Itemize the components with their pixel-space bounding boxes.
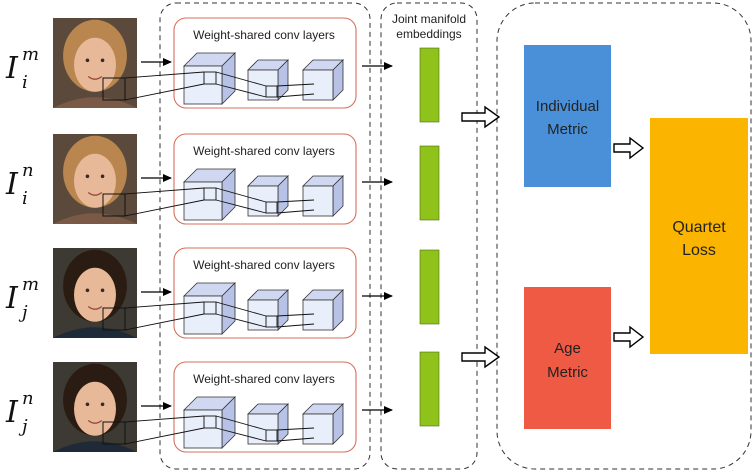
conv-cube-3	[302, 59, 344, 101]
projection-line	[215, 199, 267, 214]
conv-cube-3	[302, 175, 344, 217]
quartet-loss-label-line1: Quartet	[672, 219, 726, 236]
projection-line	[276, 209, 315, 214]
face-photo-icon	[53, 134, 137, 224]
face-photo-icon	[53, 362, 137, 452]
receptive-field-2	[265, 201, 278, 214]
image-subscript: i	[22, 72, 28, 93]
arrow-to-age-metric	[461, 345, 501, 369]
projection-line	[276, 93, 315, 98]
conv-box-label: Weight-shared conv layers	[193, 258, 335, 272]
projection-line	[215, 71, 267, 87]
projection-line	[215, 187, 267, 203]
face-photo-icon	[53, 18, 137, 108]
conv-box	[173, 133, 357, 225]
conv-cube-1	[183, 282, 236, 335]
projection-line	[215, 427, 267, 442]
image-subscript: i	[22, 188, 28, 209]
projection-line	[276, 313, 315, 317]
image-symbol: I	[5, 395, 19, 430]
patch-crop	[102, 193, 126, 217]
conv-cube-2	[247, 59, 289, 101]
projection-line	[215, 301, 267, 317]
projection-line	[124, 427, 205, 445]
image-symbol: I	[5, 167, 19, 202]
arrow-to-individual-metric	[461, 105, 501, 129]
image-symbol: I	[5, 51, 19, 86]
image-superscript: n	[22, 388, 34, 409]
projection-line	[276, 427, 315, 431]
individual-metric-box	[524, 45, 611, 187]
embeddings-title-line1: Joint manifold	[392, 12, 466, 26]
projection-line	[276, 199, 315, 203]
projection-line	[124, 199, 205, 217]
quartet-loss-label-line2: Loss	[682, 242, 716, 259]
patch-crop	[102, 77, 126, 101]
projection-line	[215, 313, 267, 328]
receptive-field-2	[265, 85, 278, 98]
image-superscript: m	[22, 44, 39, 65]
conv-cube-2	[247, 175, 289, 217]
patch-crop	[102, 421, 126, 445]
projection-line	[215, 83, 267, 98]
age-metric-label-line1: Age	[554, 340, 581, 357]
conv-box	[173, 17, 357, 109]
projection-line	[124, 415, 205, 423]
individual-metric-label-line1: Individual	[536, 98, 599, 115]
conv-box-label: Weight-shared conv layers	[193, 28, 335, 42]
embedding-bar	[419, 249, 440, 325]
conv-cube-1	[183, 168, 236, 221]
image-superscript: m	[22, 274, 39, 295]
embedding-bar	[419, 47, 440, 123]
receptive-field-1	[203, 415, 217, 429]
projection-line	[124, 301, 205, 309]
projection-line	[124, 187, 205, 195]
image-superscript: n	[22, 160, 34, 181]
conv-cube-1	[183, 396, 236, 449]
projection-line	[124, 83, 205, 101]
image-subscript: j	[18, 416, 28, 437]
projection-line	[276, 323, 315, 328]
receptive-field-2	[265, 429, 278, 442]
projection-line	[124, 313, 205, 331]
conv-group-box	[159, 2, 371, 470]
projection-line	[124, 71, 205, 79]
conv-cube-3	[302, 403, 344, 445]
embedding-group-box	[380, 2, 478, 470]
age-metric-box	[524, 287, 611, 429]
age-metric-label-line2: Metric	[547, 364, 588, 381]
conv-box-label: Weight-shared conv layers	[193, 372, 335, 386]
conv-cube-1	[183, 52, 236, 105]
receptive-field-2	[265, 315, 278, 328]
conv-box-label: Weight-shared conv layers	[193, 144, 335, 158]
arrow-individual-to-loss	[613, 136, 645, 160]
metric-group-box	[496, 2, 752, 470]
embeddings-title-line2: embeddings	[396, 27, 461, 41]
conv-box	[173, 361, 357, 453]
embedding-bar	[419, 351, 440, 427]
projection-line	[276, 83, 315, 87]
image-symbol: I	[5, 281, 19, 316]
patch-crop	[102, 307, 126, 331]
arrow-age-to-loss	[613, 325, 645, 349]
conv-box	[173, 247, 357, 339]
receptive-field-1	[203, 301, 217, 315]
image-subscript: j	[18, 302, 28, 323]
projection-line	[276, 437, 315, 442]
projection-line	[215, 415, 267, 431]
receptive-field-1	[203, 187, 217, 201]
receptive-field-1	[203, 71, 217, 85]
quartet-loss-box	[650, 118, 748, 354]
face-photo-icon	[53, 248, 137, 338]
embedding-bar	[419, 145, 440, 221]
individual-metric-label-line2: Metric	[547, 121, 588, 138]
